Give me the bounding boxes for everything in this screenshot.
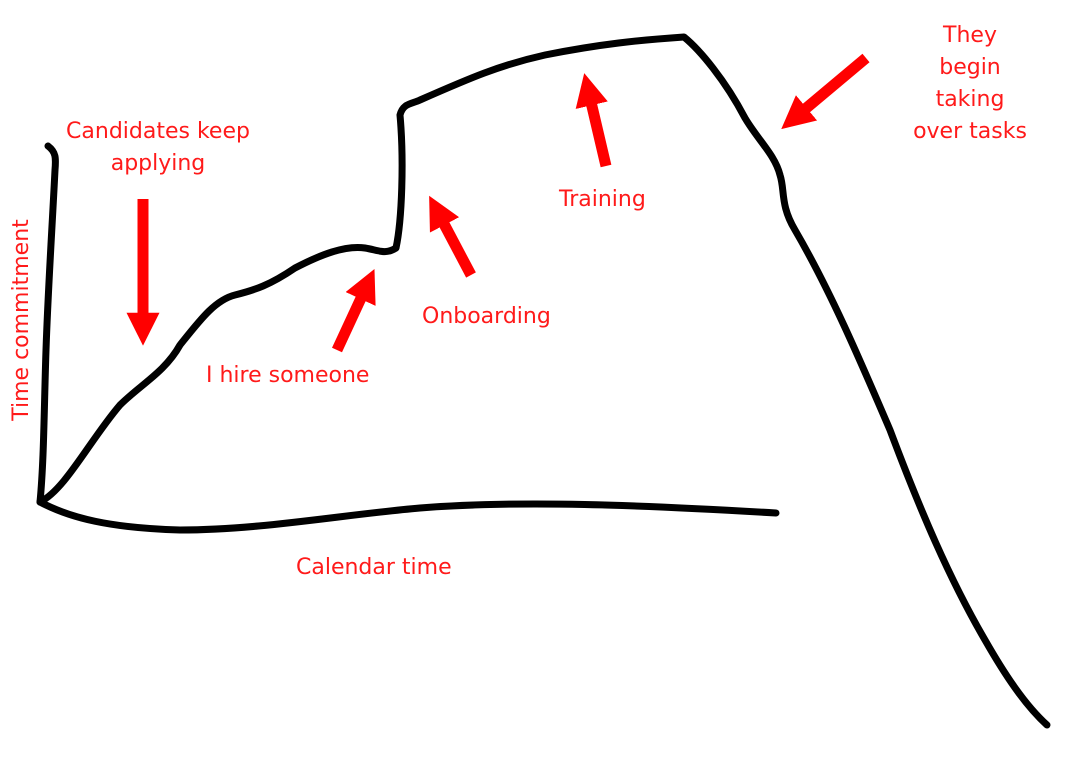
annotation-candidates: Candidates keep applying (66, 119, 250, 176)
x-axis-label: Calendar time (296, 555, 452, 580)
annotation-onboarding: Onboarding (422, 304, 551, 329)
annotation-hire: I hire someone (206, 363, 370, 388)
training-arrow (575, 73, 612, 168)
onboarding-arrow (429, 195, 476, 278)
annotation-takeover: They begin taking over tasks (913, 23, 1027, 144)
annotation-training: Training (559, 187, 646, 212)
y-axis-line (36, 142, 59, 506)
takeover-arrow (781, 53, 870, 130)
x-axis-line (36, 498, 780, 534)
y-axis-label: Time commitment (9, 219, 34, 421)
hire-arrow (332, 269, 376, 353)
time-commitment-curve (36, 33, 1051, 729)
